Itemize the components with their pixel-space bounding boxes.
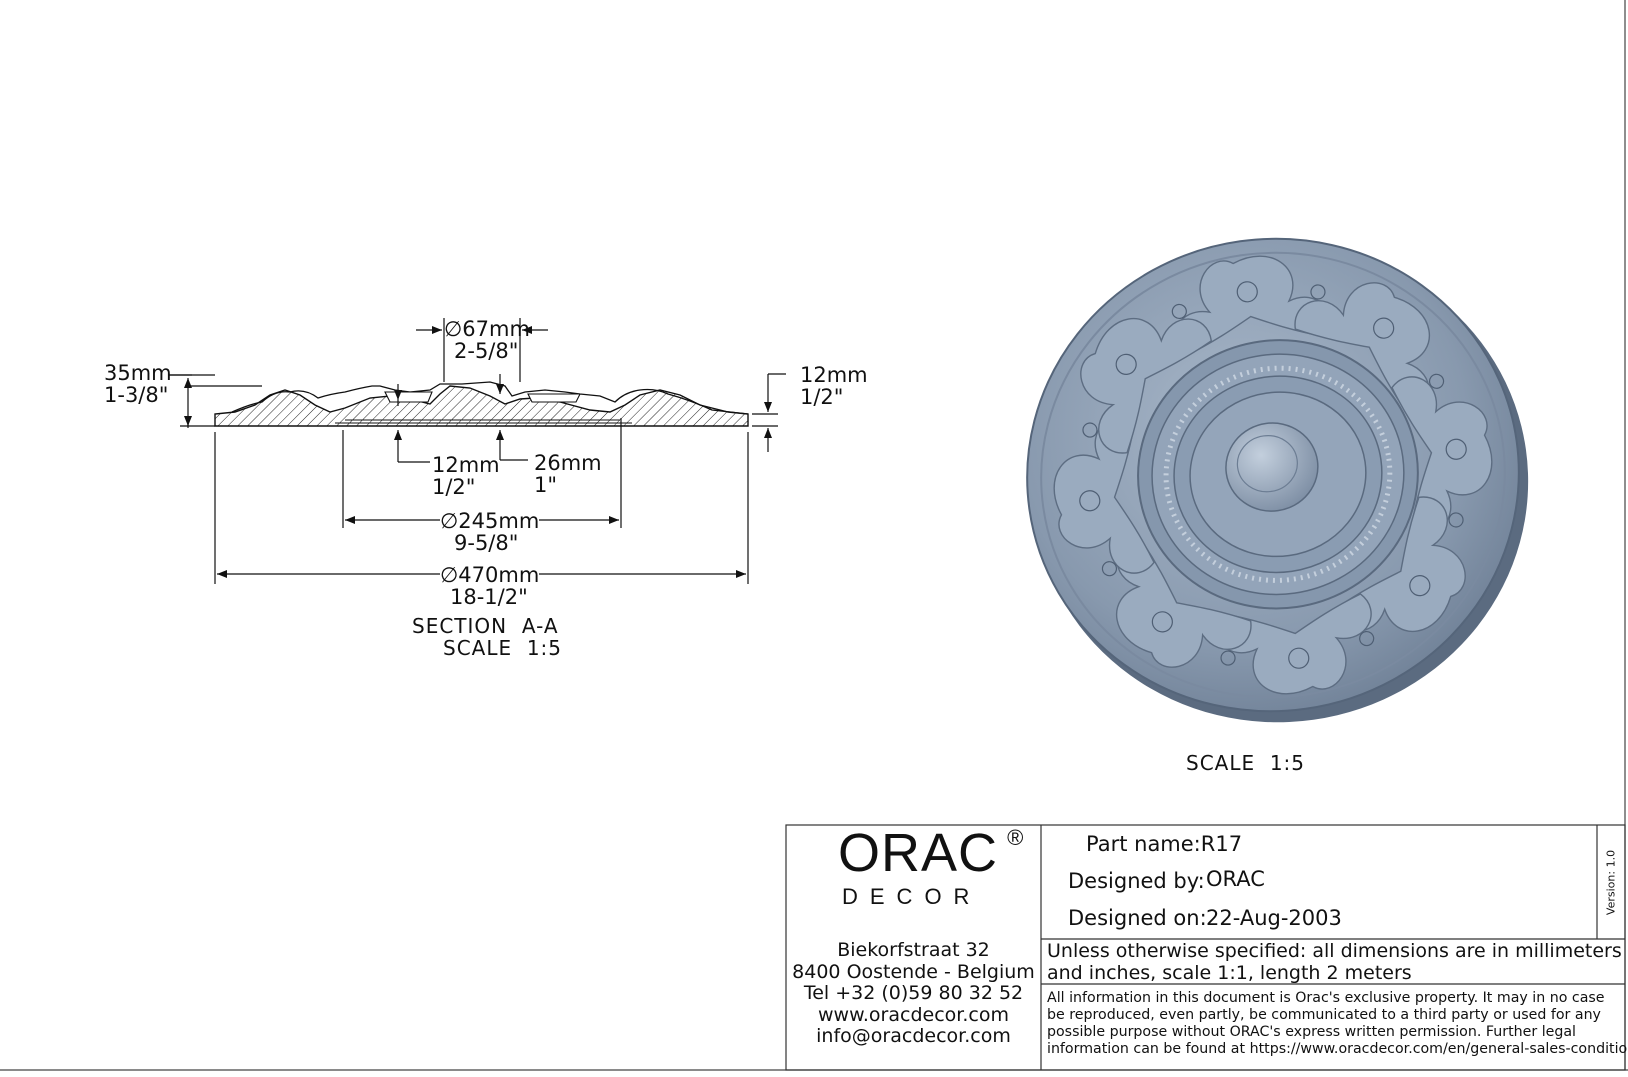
address-email: info@oracdecor.com (816, 1025, 1011, 1047)
inner-diameter-in: 9-5/8" (454, 531, 519, 555)
address-phone: Tel +32 (0)59 80 32 52 (803, 982, 1024, 1004)
center-thickness-in: 1/2" (432, 475, 476, 499)
logo-decor-text: DECOR (842, 884, 982, 909)
acanthus-leaf-ring (1053, 255, 1493, 695)
center-hole-mm: ∅67mm (444, 317, 530, 341)
height-total-mm: 35mm (104, 361, 172, 385)
edge-thickness-mm: 12mm (800, 363, 868, 387)
center-thickness-mm: 12mm (432, 453, 500, 477)
specs-note: Unless otherwise specified: all dimensio… (1047, 940, 1622, 984)
center-height-mm: 26mm (534, 451, 602, 475)
designed-by-label: Designed by: (1068, 869, 1205, 893)
section-cavity-left (384, 391, 433, 403)
center-boss (1225, 422, 1319, 512)
section-scale: SCALE 1:5 (443, 636, 563, 660)
address-website: www.oracdecor.com (818, 1003, 1009, 1026)
part-name-value: R17 (1200, 832, 1243, 856)
part-name-row: Part name:R17 (1086, 832, 1242, 856)
iso-scale: SCALE 1:5 (1186, 751, 1306, 775)
outer-diameter-in: 18-1/2" (450, 585, 528, 609)
title-block-frame (785, 824, 1626, 1071)
section-cavity-right (527, 393, 581, 403)
company-address: Biekorfstraat 32 8400 Oostende - Belgium… (786, 939, 1041, 1048)
inner-diameter-mm: ∅245mm (440, 509, 540, 533)
diameter-symbol: ∅ (440, 509, 459, 533)
height-total-in: 1-3/8" (104, 383, 169, 407)
part-name-label: Part name: (1086, 832, 1201, 856)
dimension-lines (168, 318, 786, 584)
legal-note: All information in this document is Orac… (1047, 990, 1628, 1057)
section-title: SECTION A-A (412, 614, 559, 638)
designed-on-label: Designed on: (1068, 906, 1207, 930)
diameter-symbol: ∅ (444, 317, 463, 341)
logo-orac-text: ORAC (838, 823, 999, 883)
address-street: Biekorfstraat 32 (837, 939, 990, 961)
leaf-detail-curls (1079, 281, 1467, 669)
diameter-symbol: ∅ (440, 563, 459, 587)
outer-diameter-mm: ∅470mm (440, 563, 540, 587)
rosette-iso-render (1026, 237, 1529, 723)
designed-on-value: 22-Aug-2003 (1206, 906, 1342, 930)
center-hole-in: 2-5/8" (454, 339, 519, 363)
section-ornament-outline (231, 381, 749, 415)
version-label: Version: 1.0 (1604, 849, 1618, 916)
center-height-in: 1" (534, 473, 558, 497)
designed-by-value: ORAC (1206, 867, 1265, 891)
orac-logo: ORAC ® (838, 823, 1023, 883)
registered-mark: ® (1007, 825, 1024, 850)
section-profile (214, 381, 749, 427)
edge-thickness-in: 1/2" (800, 385, 844, 409)
address-city: 8400 Oostende - Belgium (792, 960, 1035, 983)
